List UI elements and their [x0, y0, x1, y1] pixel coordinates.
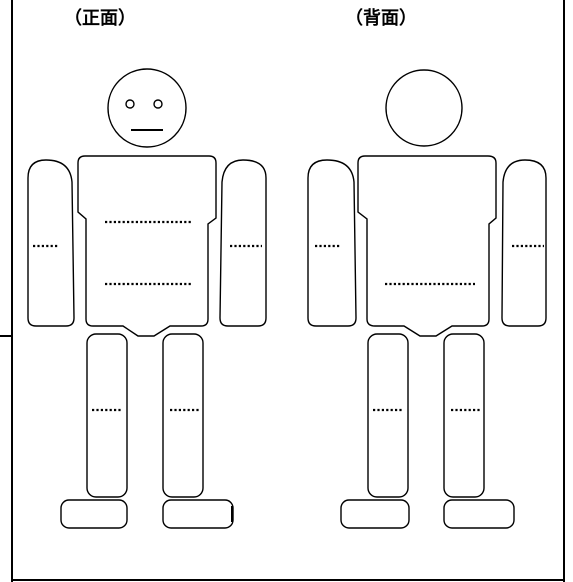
back-left-leg	[367, 333, 409, 498]
back-right-leg	[443, 333, 485, 498]
back-right-arm	[501, 159, 547, 327]
back-head	[385, 69, 463, 147]
front-view: （正面）	[27, 8, 267, 529]
front-torso	[77, 155, 217, 337]
front-right-foot	[162, 499, 234, 529]
back-left-foot	[340, 499, 410, 529]
front-view-label: （正面）	[64, 8, 136, 29]
back-right-foot	[443, 499, 515, 529]
back-view-label: （背面）	[345, 7, 417, 29]
front-left-leg	[86, 333, 128, 498]
back-view: （背面）	[307, 7, 547, 529]
front-right-leg	[162, 333, 204, 498]
back-left-arm	[307, 159, 357, 327]
front-right-arm	[219, 159, 267, 327]
left-eye	[125, 99, 135, 109]
right-eye	[153, 99, 163, 109]
front-head	[107, 68, 187, 148]
front-left-arm	[27, 159, 75, 327]
front-left-foot	[60, 499, 128, 529]
back-torso	[357, 155, 497, 337]
